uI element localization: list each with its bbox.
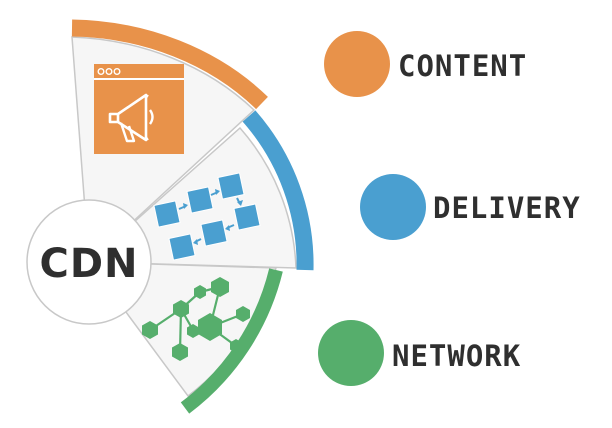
center-label: CDN: [39, 241, 138, 287]
content-dot: [324, 31, 390, 97]
network-arc: [180, 268, 283, 414]
megaphone-window-icon: [94, 64, 184, 154]
content-label: CONTENT: [398, 49, 527, 83]
delivery-arc: [242, 110, 314, 271]
network-label: NETWORK: [392, 339, 521, 373]
network-dot: [318, 320, 384, 386]
content-arc: [71, 19, 268, 110]
flowchart-icon: [153, 172, 261, 261]
center-circle: [26, 199, 152, 325]
delivery-label: DELIVERY: [433, 191, 581, 225]
delivery-dot: [360, 174, 426, 240]
network-hexagon-icon: [142, 277, 250, 361]
